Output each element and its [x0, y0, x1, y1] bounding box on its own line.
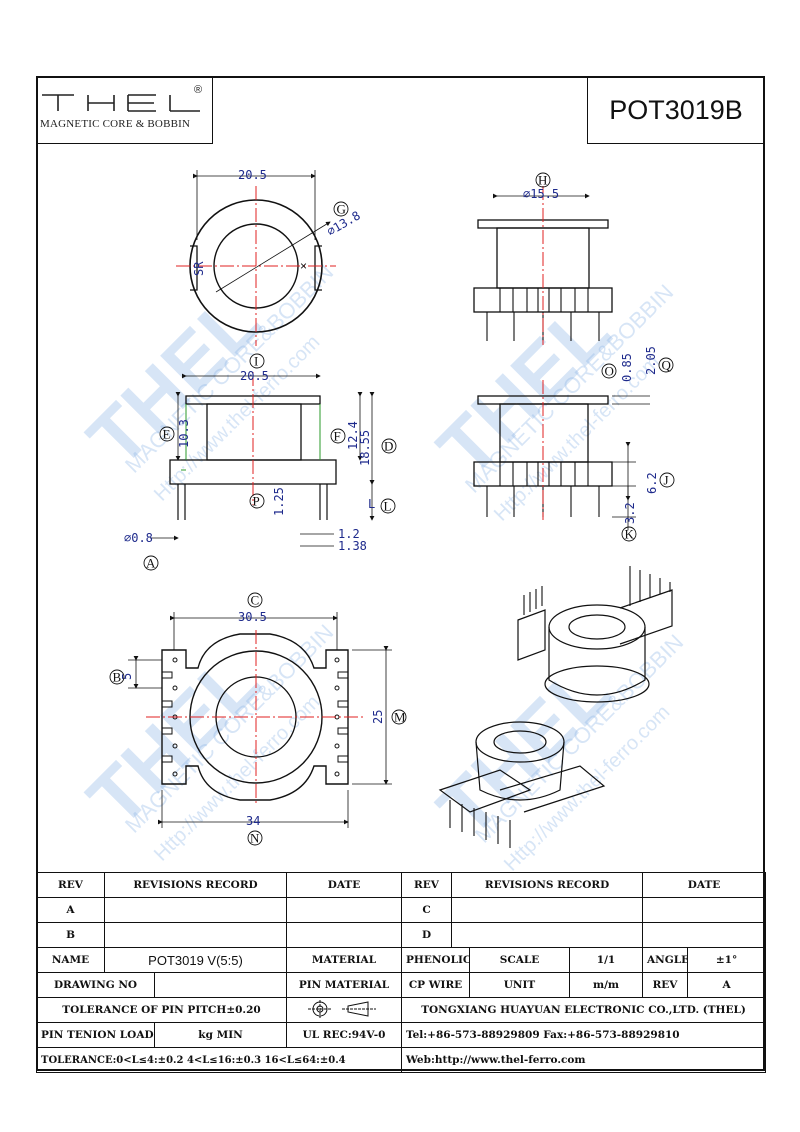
rev-header-right: REV [401, 872, 452, 898]
title-block: REV REVISIONS RECORD DATE REV REVISIONS … [36, 872, 767, 1073]
label-m: M [394, 710, 406, 725]
isometric-view-bottom [438, 721, 606, 848]
front-view-right [473, 380, 650, 530]
dim-e-height: 10.3 [177, 419, 191, 448]
dim-n-width: 34 [246, 814, 260, 828]
date-header-right: DATE [642, 872, 767, 898]
material-value: PHENOLIC [401, 947, 470, 973]
label-a: A [146, 556, 156, 571]
scale-value: 1/1 [568, 947, 644, 973]
model-title: POT3019B [609, 95, 743, 125]
rev-c-record [450, 897, 644, 923]
top-view: × [176, 170, 336, 346]
rev-label: REV [642, 972, 689, 998]
cross-mark: × [300, 259, 307, 273]
material-label: MATERIAL [286, 947, 402, 973]
dim-o-value: 0.85 [620, 353, 634, 382]
company-name: TONGXIANG HUAYUAN ELECTRONIC CO.,LTD. (T… [400, 997, 767, 1023]
logo-box [36, 76, 213, 144]
name-value: POT3019 V(5:5) [104, 947, 287, 973]
dim-h-diameter: ⌀15.5 [523, 187, 559, 201]
pin-tension-label: PIN TENION LOAD [36, 1022, 155, 1048]
projection-symbol-icon [308, 999, 376, 1018]
rev-a: A [36, 897, 105, 923]
label-g: G [337, 202, 346, 217]
label-c: C [251, 593, 260, 608]
side-view-left [150, 372, 375, 547]
dim-m-height: 25 [371, 710, 385, 724]
rev-a-record [104, 897, 287, 923]
logo-letters-graphic [42, 94, 200, 112]
rev-b-record [104, 922, 287, 948]
label-k: K [625, 527, 635, 542]
drawing-no-label: DRAWING NO [36, 972, 155, 998]
revisions-record-header-right: REVISIONS RECORD [450, 872, 644, 898]
projection-symbol [286, 997, 402, 1023]
pin-material-label: PIN MATERIAL [286, 972, 402, 998]
ul-rec: UL REC:94V-0 [286, 1022, 402, 1048]
dim-c-width: 30.5 [238, 610, 267, 624]
label-h: H [538, 173, 547, 188]
rev-c-date [642, 897, 767, 923]
dim-q-value: 2.05 [644, 346, 658, 375]
dim-w1: 1.2 [338, 527, 360, 541]
dim-side-width: 20.5 [240, 369, 269, 383]
dim-d-height: 18.55 [358, 430, 372, 466]
label-i: I [254, 354, 258, 369]
rev-d-record [450, 922, 644, 948]
bottom-view [128, 612, 392, 828]
rev-a-date [286, 897, 402, 923]
dim-p-value: 1.25 [272, 487, 286, 516]
website: Web:http://www.thel-ferro.com [400, 1047, 767, 1073]
side-view-top-right [473, 186, 613, 345]
technical-drawing: × 20.5 ⌀13.8 SR G ⌀15.5 H [109, 168, 675, 848]
label-e: E [163, 427, 171, 442]
label-o: O [605, 364, 614, 379]
rev-c: C [401, 897, 452, 923]
tolerance-table: TOLERANCE:0<L≤4:±0.2 4<L≤16:±0.3 16<L≤64… [36, 1047, 402, 1073]
rev-value: A [687, 972, 767, 998]
kg-min: kg MIN [154, 1022, 287, 1048]
rev-header: REV [36, 872, 105, 898]
dim-sr: SR [192, 261, 206, 276]
dim-k-value: 3.2 [623, 502, 637, 524]
label-n: N [250, 831, 260, 846]
rev-d: D [401, 922, 452, 948]
label-l: L [384, 499, 392, 514]
rev-d-date [642, 922, 767, 948]
revisions-record-header: REVISIONS RECORD [104, 872, 287, 898]
pin-material-value: CP WIRE [401, 972, 470, 998]
unit-label: UNIT [469, 972, 570, 998]
label-b: B [113, 670, 122, 685]
dim-b-pitch: 5 [120, 673, 134, 680]
dim-w2: 1.38 [338, 539, 367, 553]
logo-registered: ® [194, 84, 203, 96]
model-box [587, 76, 765, 144]
label-p: P [253, 494, 260, 509]
angle-value: ±1° [687, 947, 767, 973]
label-d: D [384, 439, 393, 454]
dim-l-char: L [368, 497, 375, 511]
label-j: J [664, 473, 669, 488]
date-header: DATE [286, 872, 402, 898]
dim-f-height: 12.4 [346, 421, 360, 450]
name-label: NAME [36, 947, 105, 973]
logo-mark [40, 93, 205, 113]
tolerance-pitch: TOLERANCE OF PIN PITCH±0.20 [36, 997, 287, 1023]
label-f: F [334, 429, 341, 444]
scale-label: SCALE [469, 947, 570, 973]
logo-subtitle: MAGNETIC CORE & BOBBIN [40, 118, 191, 130]
rev-b-date [286, 922, 402, 948]
isometric-view-top [517, 566, 673, 703]
label-q: Q [662, 358, 672, 373]
dim-j-value: 6.2 [645, 472, 659, 494]
drawing-no-value [154, 972, 287, 998]
unit-value: m/m [568, 972, 644, 998]
dim-pin-diameter: ⌀0.8 [124, 531, 153, 545]
dim-top-width: 20.5 [238, 168, 267, 182]
rev-b: B [36, 922, 105, 948]
angle-label: ANGLE [642, 947, 689, 973]
tel-fax: Tel:+86-573-88929809 Fax:+86-573-8892981… [400, 1022, 767, 1048]
